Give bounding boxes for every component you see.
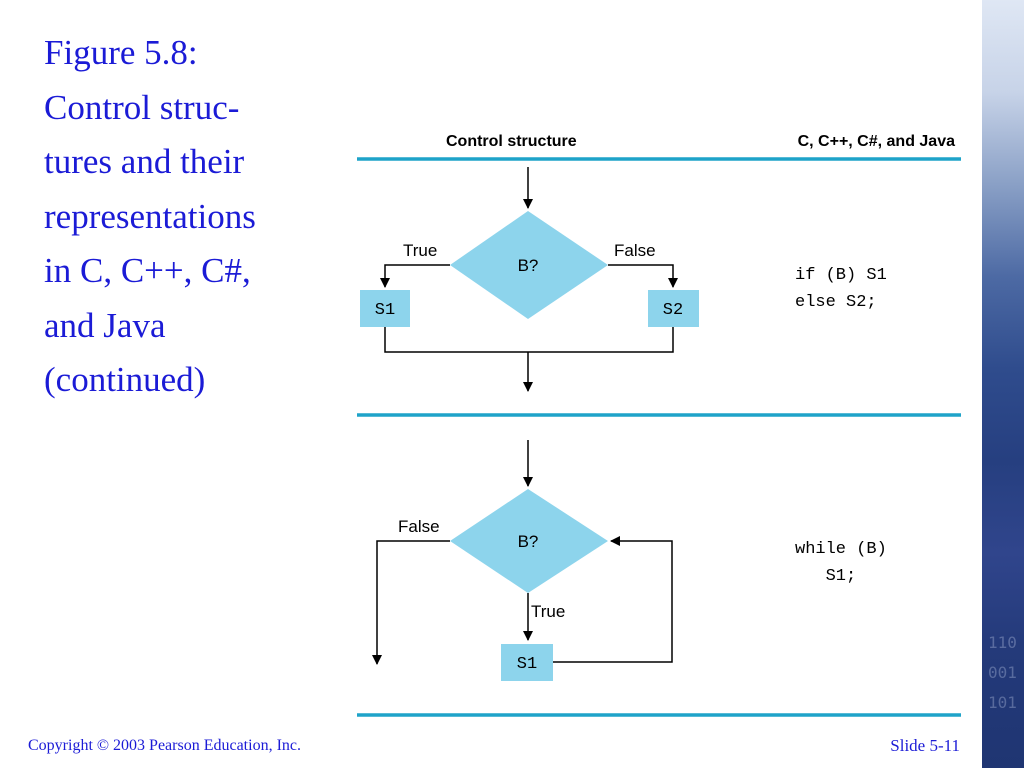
if-s1-box: [360, 290, 410, 327]
if-true-branch-arrow: [380, 264, 450, 288]
if-merge-line: [384, 327, 674, 353]
if-false-branch-arrow: [608, 264, 678, 288]
while-s1-label: S1: [517, 655, 537, 674]
while-false-exit-arrow: [372, 540, 450, 665]
while-false-label: False: [398, 517, 440, 536]
if-decision-diamond: [450, 211, 608, 319]
if-s1-label: S1: [375, 301, 395, 320]
side-strip-digits: 110001101: [988, 633, 1017, 712]
if-condition-label: B?: [518, 256, 539, 275]
while-true-label: True: [531, 602, 565, 621]
if-false-label: False: [614, 241, 656, 260]
slide-number: Slide 5-11: [890, 736, 960, 755]
decorative-side-strip: 110001101: [982, 0, 1024, 768]
header-languages: C, C++, C#, and Java: [798, 133, 956, 150]
if-s2-box: [648, 290, 699, 327]
while-decision-diamond: [450, 489, 608, 593]
if-else-flowchart: B? True False S1 S2: [360, 167, 699, 392]
if-s2-label: S2: [663, 301, 683, 320]
copyright-footer: Copyright © 2003 Pearson Education, Inc.: [28, 737, 301, 754]
header-control-structure: Control structure: [446, 133, 577, 150]
if-true-label: True: [403, 241, 437, 260]
slide-title: Figure 5.8: Control struc- tures and the…: [44, 33, 256, 399]
while-s1-box: [501, 644, 553, 681]
if-code-line1: if (B) S1: [795, 266, 887, 285]
while-code-line1: while (B): [795, 540, 887, 559]
while-flowchart: B? False True S1: [372, 440, 673, 681]
while-code-line2: S1;: [795, 567, 856, 586]
if-code-line2: else S2;: [795, 293, 877, 312]
while-loop-back-arrow: [553, 536, 673, 663]
while-condition-label: B?: [518, 532, 539, 551]
